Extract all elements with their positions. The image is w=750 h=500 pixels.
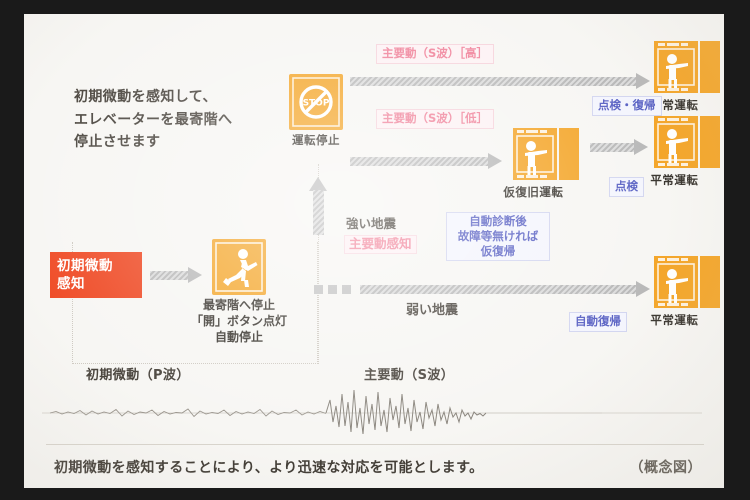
letterbox-top (0, 0, 750, 14)
letterbox-left (0, 0, 24, 500)
intro-line-1: 初期微動を感知して、 (74, 89, 217, 105)
intro-line-2: エレベーターを最寄階へ (74, 111, 233, 128)
badge-line-2: 感知 (57, 276, 85, 293)
bottom-caption: 初期微動を感知することにより、より迅速な対応を可能とします。 (54, 460, 484, 476)
label-line-2: 「開」ボタン点灯 (190, 313, 288, 328)
elevator-person-icon (513, 128, 579, 180)
arrow-strong-quake-up (309, 177, 327, 235)
p-wave-zone-outline (72, 242, 318, 364)
running-person-icon (215, 242, 263, 292)
badge-line-1: 初期微動 (57, 258, 113, 274)
note-line-2: 故障等無ければ (457, 228, 539, 243)
label-strong-quake: 強い地震 (346, 216, 397, 231)
label-inspect: 点検 (609, 177, 644, 197)
node-normal-operation-bottom: 平常運転 (650, 254, 722, 327)
node-operation-stop: STOP 運転停止 (289, 74, 343, 147)
node-normal-operation-top-label: 平常運転 (650, 98, 699, 112)
stop-icon-text: STOP (303, 99, 330, 109)
letterbox-right (724, 0, 750, 500)
arrow-shaft (360, 285, 637, 294)
label-auto-diagnosis-note: 自動診断後 故障等無ければ 仮復帰 (446, 212, 550, 261)
tile-background (212, 239, 266, 295)
label-weak-quake: 弱い地震 (406, 303, 459, 318)
label-line-3: 自動停止 (214, 329, 264, 344)
stop-sign-icon: STOP (292, 77, 340, 127)
arrow-inspect-and-restore (590, 139, 648, 155)
arrow-shaft (590, 143, 635, 152)
node-nearest-floor-stop: 最寄階へ停止 「開」ボタン点灯 自動停止 (191, 239, 287, 344)
arrow-head (636, 73, 650, 89)
node-normal-operation-top: 平常運転 (650, 39, 722, 112)
arrow-head (309, 177, 327, 191)
arrow-head (488, 153, 502, 169)
seismograph-waveform (42, 389, 702, 435)
label-main-motion-detect: 主要動感知 (344, 235, 417, 254)
intro-line-3: 停止させます (74, 134, 161, 151)
label-auto-restore: 自動復帰 (569, 312, 627, 332)
letterbox-bottom (0, 488, 750, 500)
elevator-earthquake-flow-diagram: 初期微動を感知して、 エレベーターを最寄階へ 停止させます 初期微動 感知 (24, 14, 724, 488)
concept-note: （概念図） (629, 460, 702, 476)
dash-segment-1 (314, 285, 323, 294)
label-line-1: 最寄階へ停止 (202, 298, 276, 312)
node-nearest-floor-stop-label: 最寄階へ停止 「開」ボタン点灯 自動停止 (191, 298, 287, 346)
node-normal-operation-mid-label: 平常運転 (650, 173, 699, 187)
arrow-shaft (150, 271, 189, 280)
note-line-3: 仮復帰 (480, 243, 516, 258)
arrow-s-wave-low (350, 153, 502, 169)
label-p-wave: 初期微動（P波） (86, 368, 190, 383)
elevator-person-icon (654, 256, 720, 308)
arrow-head (188, 267, 202, 283)
arrow-s-wave-high (350, 73, 650, 89)
node-normal-operation-bottom-label: 平常運転 (650, 313, 699, 327)
arrow-head (636, 281, 650, 297)
node-temporary-restore-operation: 仮復旧運転 (503, 126, 581, 199)
node-operation-stop-label: 運転停止 (292, 133, 340, 147)
elevator-person-icon (654, 116, 720, 168)
arrow-head (634, 139, 648, 155)
intro-paragraph: 初期微動を感知して、 エレベーターを最寄階へ 停止させます (74, 86, 232, 154)
elevator-person-icon (654, 41, 720, 93)
arrow-weak-quake (360, 281, 650, 297)
bottom-divider (46, 444, 704, 445)
label-inspect-and-restore: 点検・復帰 (592, 96, 662, 116)
label-s-wave-low: 主要動（S波）［低］ (376, 109, 495, 129)
arrow-shaft (313, 190, 324, 235)
diagram-page: 初期微動を感知して、 エレベーターを最寄階へ 停止させます 初期微動 感知 (24, 14, 724, 488)
arrow-detect-to-stop (150, 267, 202, 283)
dash-segment-2 (328, 285, 337, 294)
label-s-wave-high: 主要動（S波）［高］ (376, 44, 495, 64)
s-wave-zone-outline (318, 164, 724, 364)
seismograph-band: 初期微動（P波） 主要動（S波） (24, 364, 724, 446)
label-s-wave: 主要動（S波） (364, 368, 455, 383)
arrow-shaft (350, 77, 637, 86)
arrow-shaft (350, 157, 489, 166)
node-temporary-restore-operation-label: 仮復旧運転 (503, 185, 564, 199)
note-line-1: 自動診断後 (469, 214, 527, 228)
initial-tremor-detection-badge: 初期微動 感知 (50, 252, 142, 298)
node-normal-operation-mid: 平常運転 (650, 114, 722, 187)
dash-segment-3 (342, 285, 351, 294)
